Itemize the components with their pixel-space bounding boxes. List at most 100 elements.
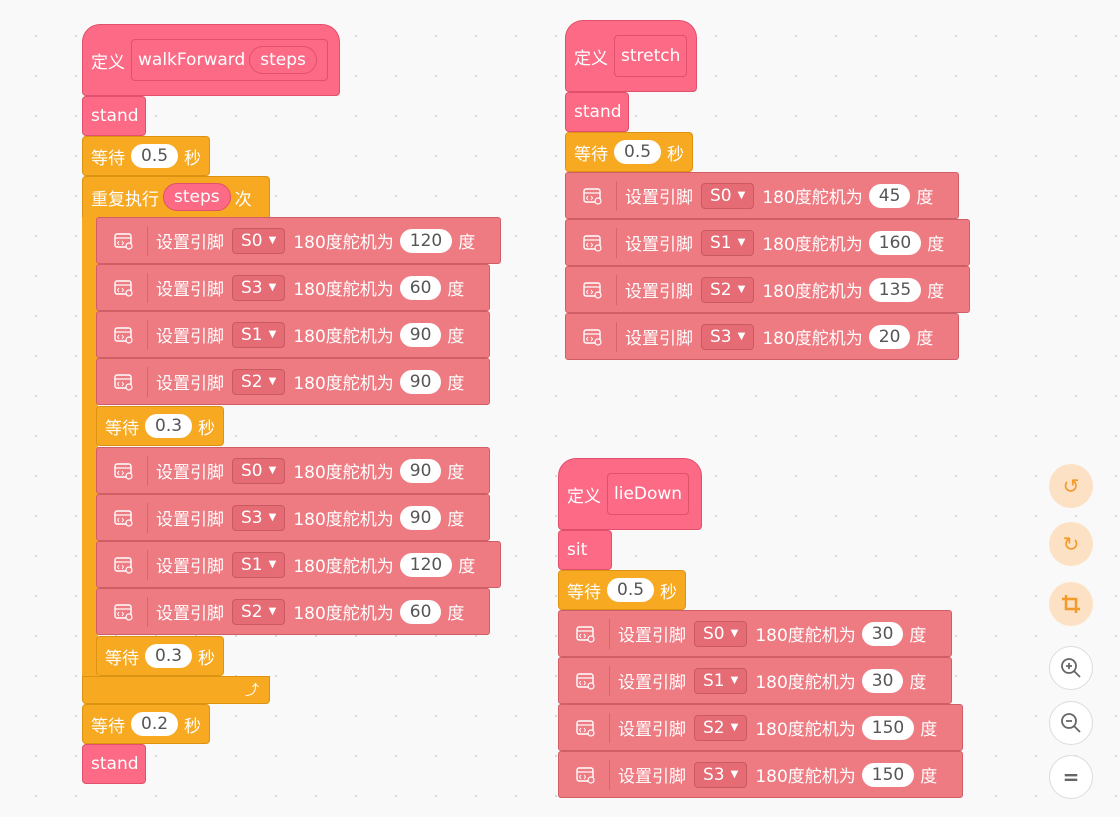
- degree-input[interactable]: 150: [861, 715, 915, 740]
- degree-unit-label: 度: [927, 282, 945, 302]
- reset-zoom-button[interactable]: =: [1049, 755, 1093, 799]
- wait-label: 等待: [91, 716, 125, 737]
- repeat-block-header[interactable]: 重复执行 steps 次: [82, 176, 270, 218]
- servo-label: 180度舵机为: [293, 233, 394, 253]
- set-servo-block[interactable]: 设置引脚 S2 ▼ 180度舵机为 150 度: [558, 704, 963, 751]
- degree-unit-label: 度: [458, 233, 476, 253]
- servo-code-icon: [109, 225, 148, 256]
- degree-unit-label: 度: [920, 767, 938, 787]
- pin-dropdown[interactable]: S3 ▼: [232, 504, 286, 531]
- wait-value-input[interactable]: 0.2: [131, 712, 179, 736]
- pin-dropdown[interactable]: S0 ▼: [232, 227, 286, 254]
- degree-input[interactable]: 90: [399, 505, 442, 530]
- pin-dropdown[interactable]: S3 ▼: [232, 274, 286, 301]
- function-name-box[interactable]: walkForward steps: [131, 39, 328, 81]
- pin-dropdown[interactable]: S0 ▼: [694, 620, 748, 647]
- caret-down-icon: ▼: [268, 465, 277, 476]
- pin-dropdown[interactable]: S2 ▼: [694, 714, 748, 741]
- degree-input[interactable]: 60: [399, 599, 442, 624]
- zoom-out-button[interactable]: [1049, 701, 1093, 745]
- repeat-count-steps[interactable]: steps: [163, 183, 231, 211]
- degree-input[interactable]: 135: [868, 277, 922, 302]
- degree-unit-label: 度: [458, 557, 476, 577]
- wait-label: 等待: [567, 582, 601, 603]
- seconds-label: 秒: [184, 716, 202, 737]
- set-pin-label: 设置引脚: [156, 604, 224, 624]
- pin-dropdown[interactable]: S3 ▼: [694, 761, 748, 788]
- degree-input[interactable]: 45: [868, 183, 911, 208]
- set-servo-block[interactable]: 设置引脚 S3 ▼ 180度舵机为 90 度: [96, 494, 490, 541]
- wait-block[interactable]: 等待 0.5 秒: [565, 132, 693, 172]
- pin-value: S0: [241, 460, 263, 481]
- set-servo-block[interactable]: 设置引脚 S1 ▼ 180度舵机为 160 度: [565, 219, 970, 266]
- degree-input[interactable]: 120: [399, 552, 453, 577]
- crop-button[interactable]: [1049, 582, 1093, 626]
- pin-dropdown[interactable]: S2 ▼: [701, 276, 755, 303]
- wait-block[interactable]: 等待 0.5 秒: [82, 136, 210, 176]
- function-name-box[interactable]: lieDown: [607, 473, 690, 515]
- degree-input[interactable]: 30: [861, 668, 904, 693]
- set-servo-block[interactable]: 设置引脚 S2 ▼ 180度舵机为 90 度: [96, 358, 490, 405]
- degree-input[interactable]: 30: [861, 621, 904, 646]
- degree-input[interactable]: 90: [399, 458, 442, 483]
- set-servo-block[interactable]: 设置引脚 S3 ▼ 180度舵机为 60 度: [96, 264, 490, 311]
- set-servo-block[interactable]: 设置引脚 S0 ▼ 180度舵机为 45 度: [565, 172, 959, 219]
- call-stand-block-2[interactable]: stand: [82, 744, 146, 784]
- degree-input[interactable]: 90: [399, 322, 442, 347]
- pin-dropdown[interactable]: S3 ▼: [701, 323, 755, 350]
- define-block-walkforward[interactable]: 定义 walkForward steps: [82, 24, 340, 96]
- pin-dropdown[interactable]: S1 ▼: [701, 229, 755, 256]
- set-servo-block[interactable]: 设置引脚 S0 ▼ 180度舵机为 90 度: [96, 447, 490, 494]
- wait-block[interactable]: 等待 0.5 秒: [558, 570, 686, 610]
- degree-unit-label: 度: [920, 720, 938, 740]
- function-name-box[interactable]: stretch: [614, 35, 688, 77]
- pin-dropdown[interactable]: S1 ▼: [232, 551, 286, 578]
- degree-unit-label: 度: [447, 604, 465, 624]
- pin-dropdown[interactable]: S2 ▼: [232, 368, 286, 395]
- loop-wait-block-2[interactable]: 等待 0.3 秒: [96, 636, 224, 676]
- wait-block-2[interactable]: 等待 0.2 秒: [82, 704, 210, 744]
- wait-value-input[interactable]: 0.5: [614, 140, 662, 164]
- set-servo-block[interactable]: 设置引脚 S0 ▼ 180度舵机为 30 度: [558, 610, 952, 657]
- set-servo-block[interactable]: 设置引脚 S2 ▼ 180度舵机为 60 度: [96, 588, 490, 635]
- degree-input[interactable]: 90: [399, 369, 442, 394]
- degree-input[interactable]: 160: [868, 230, 922, 255]
- wait-value-input[interactable]: 0.5: [607, 578, 655, 602]
- degree-input[interactable]: 20: [868, 324, 911, 349]
- set-servo-block[interactable]: 设置引脚 S1 ▼ 180度舵机为 30 度: [558, 657, 952, 704]
- degree-input[interactable]: 120: [399, 228, 453, 253]
- set-servo-block[interactable]: 设置引脚 S1 ▼ 180度舵机为 90 度: [96, 311, 490, 358]
- caret-down-icon: ▼: [268, 329, 277, 340]
- undo-button[interactable]: ↺: [1049, 464, 1093, 508]
- pin-dropdown[interactable]: S1 ▼: [694, 667, 748, 694]
- servo-label: 180度舵机为: [293, 557, 394, 577]
- set-servo-block[interactable]: 设置引脚 S3 ▼ 180度舵机为 20 度: [565, 313, 959, 360]
- define-block-stretch[interactable]: 定义 stretch: [565, 20, 697, 92]
- set-pin-label: 设置引脚: [156, 510, 224, 530]
- loop-wait-block-1[interactable]: 等待 0.3 秒: [96, 406, 224, 446]
- pin-dropdown[interactable]: S1 ▼: [232, 321, 286, 348]
- degree-input[interactable]: 60: [399, 275, 442, 300]
- function-name: walkForward: [138, 50, 246, 70]
- pin-dropdown[interactable]: S2 ▼: [232, 598, 286, 625]
- repeat-block-footer: ⤴: [82, 676, 270, 704]
- zoom-in-button[interactable]: [1049, 646, 1093, 690]
- redo-button[interactable]: ↻: [1049, 522, 1093, 566]
- servo-label: 180度舵机为: [293, 280, 394, 300]
- wait-value-input[interactable]: 0.3: [145, 414, 193, 438]
- pin-dropdown[interactable]: S0 ▼: [232, 457, 286, 484]
- set-servo-block[interactable]: 设置引脚 S2 ▼ 180度舵机为 135 度: [565, 266, 970, 313]
- pin-dropdown[interactable]: S0 ▼: [701, 182, 755, 209]
- set-servo-block[interactable]: 设置引脚 S0 ▼ 180度舵机为 120 度: [96, 217, 501, 264]
- wait-value-input[interactable]: 0.5: [131, 144, 179, 168]
- param-steps[interactable]: steps: [249, 46, 317, 74]
- define-block-liedown[interactable]: 定义 lieDown: [558, 458, 702, 530]
- call-stand-block[interactable]: stand: [82, 96, 146, 136]
- set-servo-block[interactable]: 设置引脚 S3 ▼ 180度舵机为 150 度: [558, 751, 963, 798]
- servo-code-icon: [571, 759, 610, 790]
- call-stand-block[interactable]: stand: [565, 92, 629, 132]
- wait-value-input[interactable]: 0.3: [145, 644, 193, 668]
- degree-input[interactable]: 150: [861, 762, 915, 787]
- set-servo-block[interactable]: 设置引脚 S1 ▼ 180度舵机为 120 度: [96, 541, 501, 588]
- call-sit-block[interactable]: sit: [558, 530, 612, 570]
